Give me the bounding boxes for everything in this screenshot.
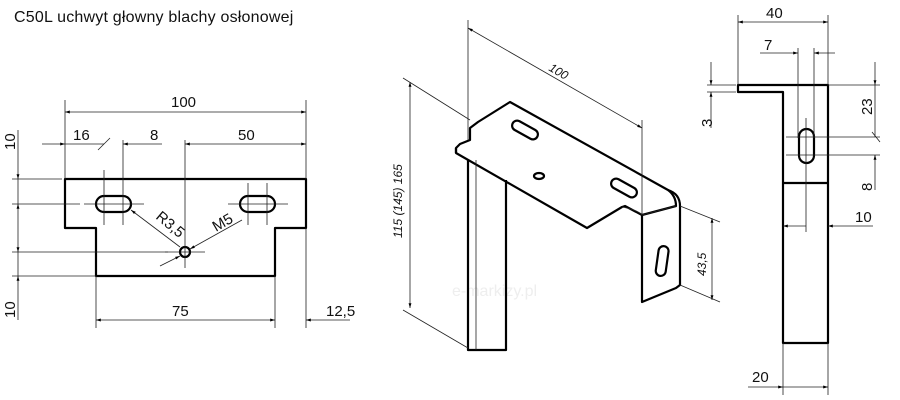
slot-top-2 [610,177,638,199]
radius-label: R3,5 [152,208,187,241]
dim-50: 50 [238,127,255,144]
top-plate [454,100,678,230]
front-view: 100 16 8 50 75 12,5 10 10 R3,5 M5 [2,94,355,328]
iso-dim-43-5: 43,5 [695,252,709,276]
dim-16: 16 [73,127,90,144]
iso-dim-100: 100 [547,60,572,82]
iso-dim-height: 115 (145) 165 [391,164,405,238]
dim-100: 100 [171,94,196,111]
dim-10-top: 10 [2,133,19,150]
dim-40: 40 [766,5,783,22]
dim-23: 23 [859,98,876,115]
dim-20: 20 [752,369,769,386]
thread-label: M5 [210,210,237,235]
dim-10-bottom: 10 [2,301,19,318]
dim-7: 7 [764,37,772,54]
dim-12-5: 12,5 [326,303,355,320]
side-flange [640,188,682,304]
slot-top-1 [511,119,539,141]
isometric-view: 100 115 (145) 165 43,5 [391,20,721,352]
dim-8-side: 8 [859,183,876,191]
slot-flange [654,245,670,278]
top-hole [532,171,546,181]
dim-75: 75 [172,303,189,320]
side-outline [736,83,830,345]
dim-3: 3 [699,119,716,127]
dim-10-side: 10 [855,209,872,226]
drawing-title: C50L uchwyt głowny blachy osłonowej [14,9,294,26]
side-slot [797,127,816,165]
watermark: e-markizy.pl [452,283,537,300]
side-view: 40 7 3 23 8 10 20 [699,5,881,395]
rear-leg [466,160,508,352]
dim-8: 8 [150,127,158,144]
